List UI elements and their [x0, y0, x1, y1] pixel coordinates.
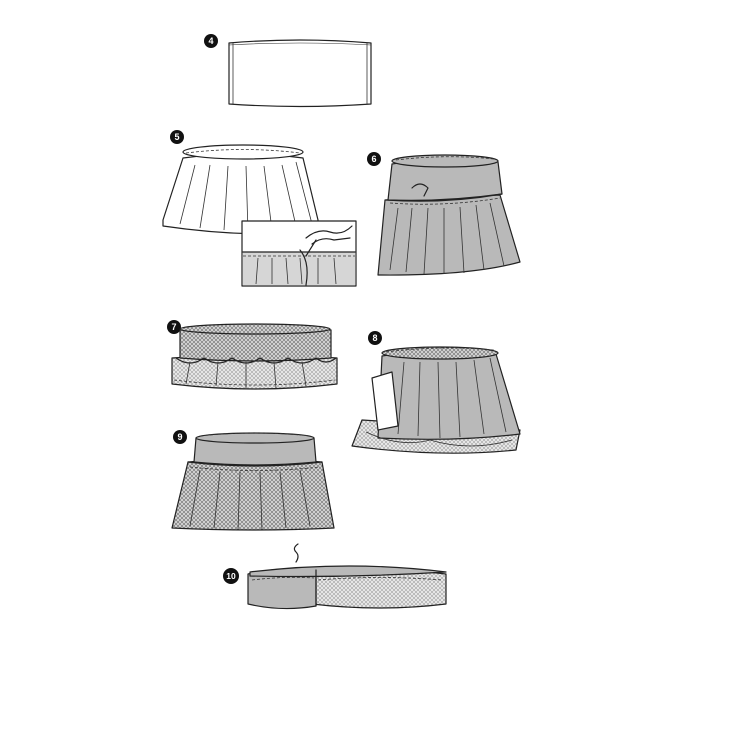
step-8-number: 8 [372, 333, 377, 343]
step-9-illustration: 9 [171, 430, 335, 531]
step-6-number: 6 [371, 154, 376, 164]
step-10-number: 10 [226, 571, 236, 581]
step-9-number: 9 [177, 432, 182, 442]
step-9-badge: 9 [173, 430, 187, 444]
step-8-badge: 8 [368, 331, 382, 345]
gray-tiered-skirt [377, 154, 521, 276]
step-8-illustration: 8 [351, 331, 521, 454]
step-6-illustration: 6 [367, 152, 521, 276]
step-7-number: 7 [171, 322, 176, 332]
waistband-strip [228, 39, 372, 108]
mesh-skirt [171, 432, 335, 531]
step-7-illustration: 7 [167, 320, 338, 390]
folded-band [247, 543, 447, 610]
step-10-badge: 10 [223, 568, 239, 584]
step-5-illustration: 5 [162, 130, 357, 287]
step-4-badge: 4 [204, 34, 218, 48]
gray-skirt-with-mesh-layer [351, 346, 521, 454]
step-10-illustration: 10 [223, 543, 447, 610]
step-4-illustration: 4 [204, 34, 372, 108]
mesh-ruffle-band [171, 323, 338, 390]
step-7-badge: 7 [167, 320, 181, 334]
step-4-number: 4 [208, 36, 213, 46]
white-skirt [162, 144, 319, 235]
step-6-badge: 6 [367, 152, 381, 166]
step-5-badge: 5 [170, 130, 184, 144]
step-5-detail-inset [241, 220, 357, 287]
step-5-number: 5 [174, 132, 179, 142]
